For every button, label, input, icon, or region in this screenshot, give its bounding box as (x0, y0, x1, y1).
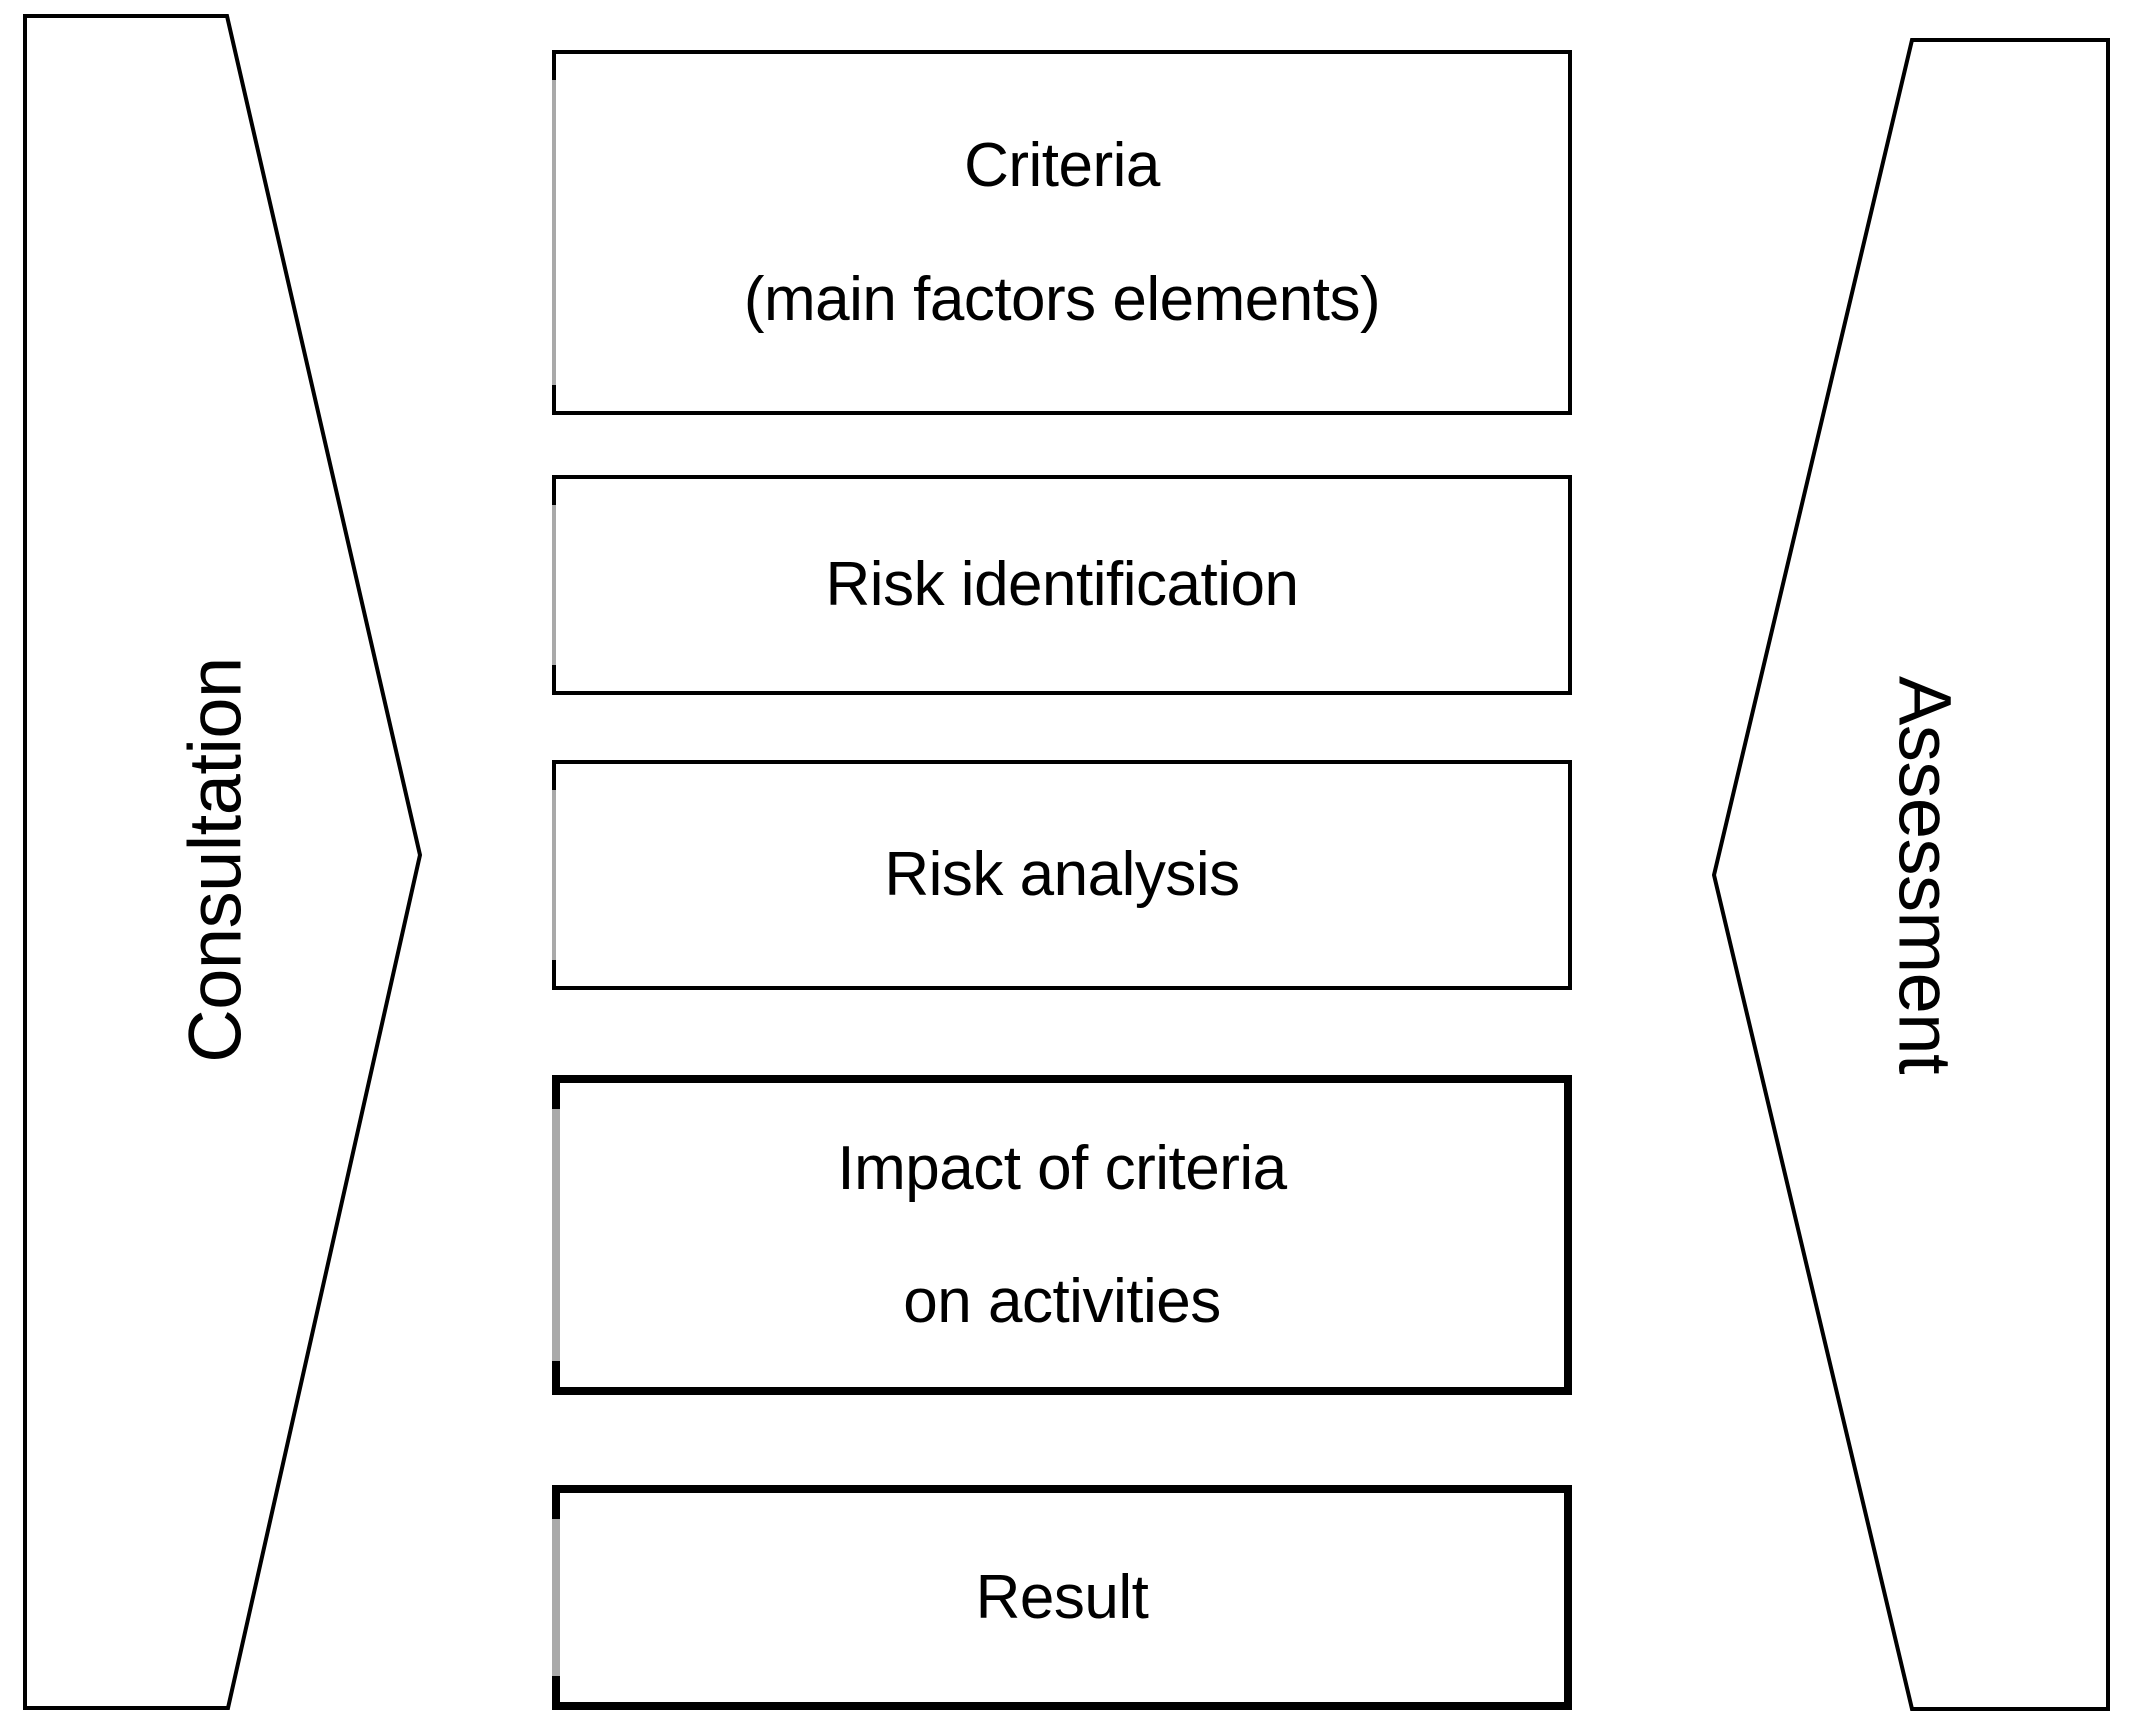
border-cap-bottom-icon (552, 665, 556, 695)
box-text-line: Result (975, 1562, 1149, 1632)
border-cap-bottom-icon (552, 1676, 560, 1710)
border-cap-top-icon (552, 475, 556, 505)
box-text-line: Impact of criteria (837, 1133, 1287, 1203)
border-cap-bottom-icon (552, 1361, 560, 1395)
assessment-arrow-shape (1711, 38, 2110, 1711)
box-text-line: on activities (903, 1267, 1221, 1336)
box-text-line: Criteria (964, 131, 1160, 201)
box-criteria: Criteria (main factors elements) (552, 50, 1572, 415)
border-cap-top-icon (552, 760, 556, 790)
assessment-label: Assessment (1883, 675, 1967, 1075)
box-text-line: Risk analysis (884, 840, 1240, 910)
box-text-line: (main factors elements) (743, 264, 1381, 334)
box-risk-identification: Risk identification (552, 475, 1572, 695)
border-cap-top-icon (552, 1485, 560, 1519)
border-cap-top-icon (552, 50, 556, 80)
consultation-arrow-shape (23, 14, 423, 1710)
consultation-label: Consultation (173, 657, 257, 1063)
border-cap-bottom-icon (552, 385, 556, 415)
box-risk-analysis: Risk analysis (552, 760, 1572, 990)
box-impact-of-criteria: Impact of criteria on activities (552, 1075, 1572, 1395)
box-result: Result (552, 1485, 1572, 1710)
border-cap-top-icon (552, 1075, 560, 1109)
box-text-line: Risk identification (825, 550, 1299, 620)
border-cap-bottom-icon (552, 960, 556, 990)
